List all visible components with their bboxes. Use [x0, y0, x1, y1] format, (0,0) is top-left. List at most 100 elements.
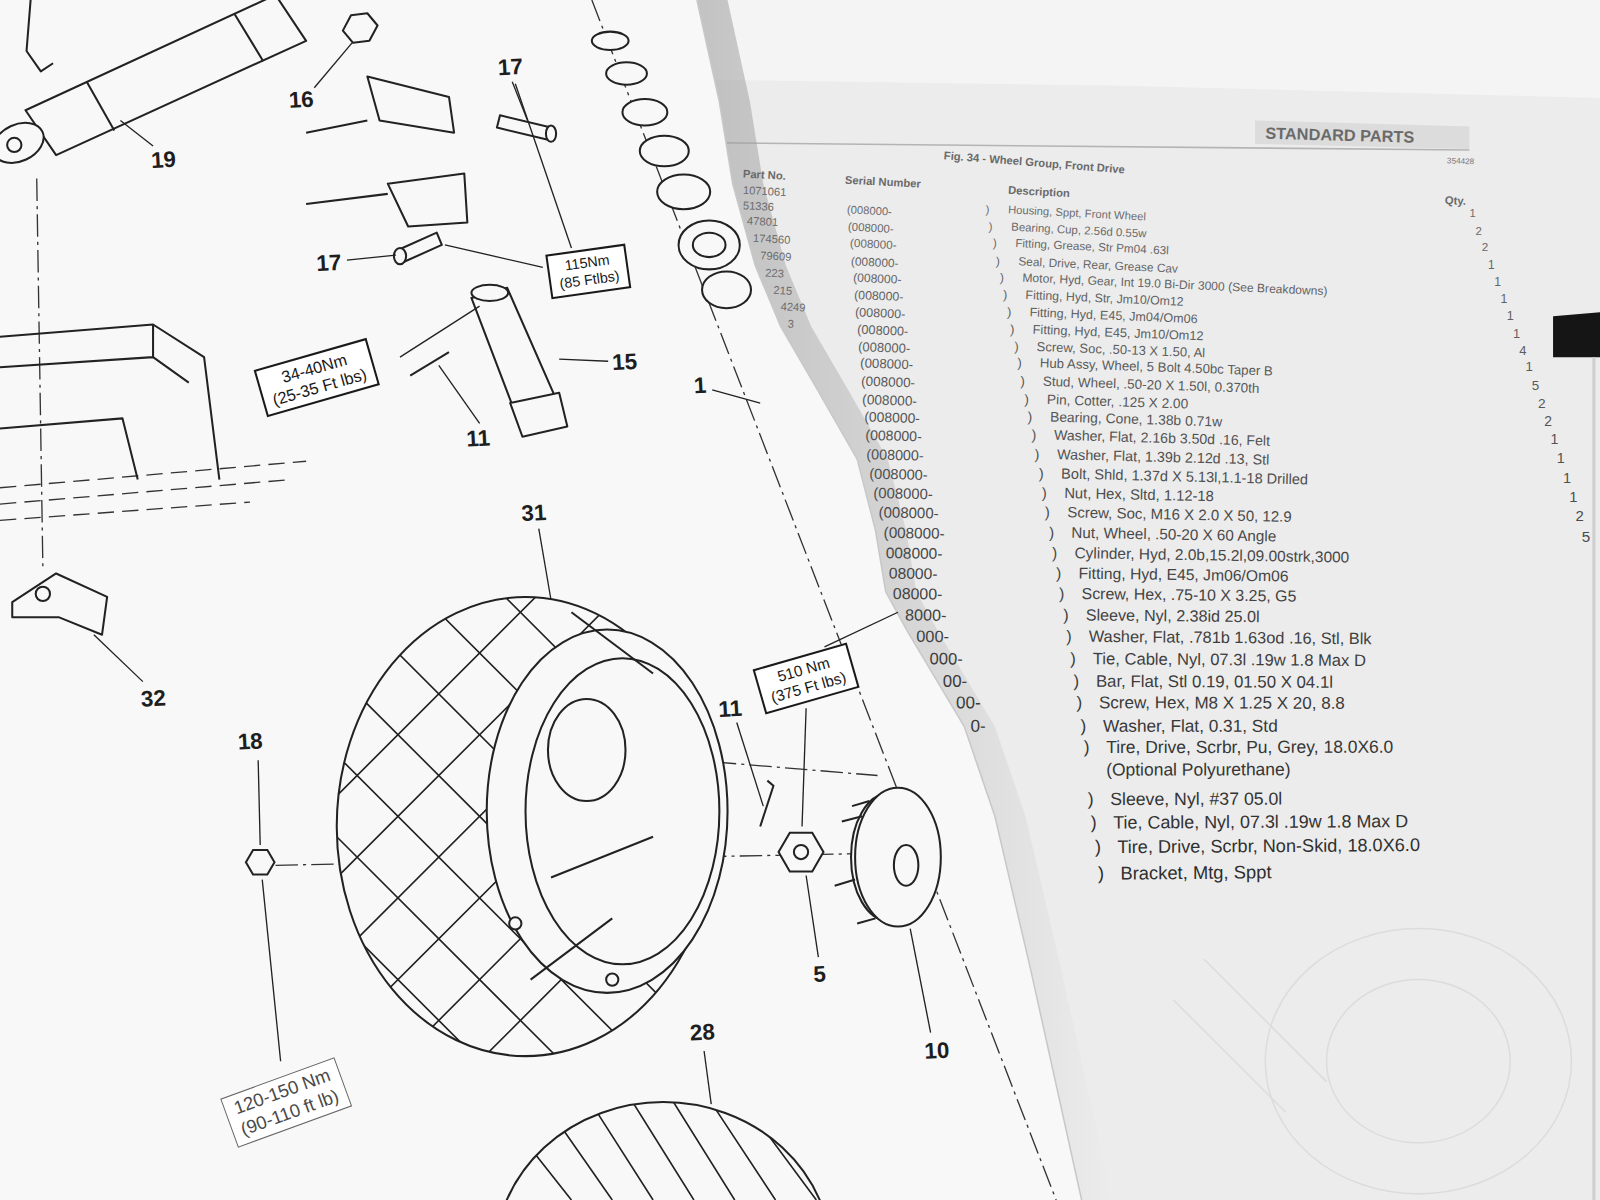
part-number: 47801 [747, 213, 779, 229]
serial-number: (008000- [849, 235, 896, 252]
part-description: Tie, Cable, Nyl, 07.3l .19w 1.8 Max D [1113, 809, 1408, 834]
range-bracket: ) [1098, 862, 1104, 886]
part-description: Tire, Drive, Scrbr, Non-Skid, 18.0X6.0 [1117, 833, 1420, 859]
part-number: 79609 [760, 248, 792, 264]
range-bracket: ) [999, 270, 1004, 286]
quantity: 2 [1538, 394, 1546, 412]
callout-number: 5 [813, 959, 827, 989]
range-bracket: ) [1077, 692, 1083, 714]
range-bracket: ) [1091, 811, 1097, 834]
part-description: Screw, Hex, .75-10 X 3.25, G5 [1082, 584, 1297, 607]
part-number: 4249 [780, 299, 806, 315]
serial-number: 00- [956, 692, 981, 714]
callout-number: 16 [288, 85, 314, 115]
range-bracket: ) [1063, 605, 1069, 626]
quantity: 1 [1569, 487, 1577, 506]
quantity: 2 [1544, 412, 1552, 430]
part-description: Bar, Flat, Stl 0.19, 01.50 X 04.1l [1096, 670, 1333, 693]
range-bracket: ) [1024, 390, 1029, 408]
serial-number: 000- [929, 647, 962, 669]
range-bracket: ) [1017, 355, 1022, 372]
callout-number: 15 [611, 347, 637, 377]
part-number: 1071061 [742, 183, 786, 200]
page-heading: STANDARD PARTS [1265, 123, 1415, 148]
serial-number: (008000- [862, 390, 917, 409]
document-number: 354428 [1447, 156, 1475, 168]
range-bracket: ) [1084, 737, 1090, 760]
serial-number: 8000- [905, 605, 946, 626]
range-bracket: ) [1066, 625, 1072, 646]
quantity: 1 [1526, 359, 1533, 376]
callout-number: 11 [465, 423, 490, 453]
serial-number: (008000- [855, 304, 906, 322]
quantity: 2 [1575, 507, 1583, 527]
serial-number: (008000- [874, 483, 934, 504]
serial-number: 08000- [889, 563, 938, 584]
serial-number: (008000- [864, 408, 920, 428]
range-bracket: ) [1031, 427, 1036, 445]
callout-number: 10 [924, 1036, 950, 1066]
range-bracket: ) [1094, 835, 1100, 859]
range-bracket: ) [1049, 522, 1054, 542]
quantity: 4 [1519, 342, 1526, 359]
serial-number: 0- [970, 715, 985, 737]
part-description: Nut, Wheel, .50-20 X 60 Angle [1071, 522, 1276, 545]
serial-number: (008000- [861, 372, 915, 391]
part-number: 51336 [742, 198, 774, 214]
serial-number: 008000- [885, 543, 942, 564]
serial-number: (008000- [867, 445, 925, 465]
range-bracket: ) [1010, 321, 1015, 338]
range-bracket: ) [1059, 584, 1065, 605]
range-bracket: ) [985, 202, 990, 217]
quantity: 1 [1507, 308, 1514, 324]
part-description: Tire, Drive, Scrbr, Pu, Grey, 18.0X6.0 (… [1106, 736, 1393, 782]
serial-number: 00- [943, 670, 967, 692]
callout-number: 1 [693, 371, 707, 401]
serial-number: 000- [916, 625, 949, 647]
range-bracket: ) [1013, 338, 1018, 355]
quantity: 5 [1582, 526, 1590, 546]
column-header: Part No. [742, 166, 786, 183]
range-bracket: ) [1070, 647, 1076, 669]
serial-number: (008000- [865, 427, 922, 447]
part-description: Screw, Hex, M8 X 1.25 X 20, 8.8 [1099, 692, 1345, 715]
serial-number: (008000- [851, 253, 899, 271]
part-description: Bracket, Mtg, Sppt [1120, 860, 1271, 885]
range-bracket: ) [1038, 464, 1043, 483]
range-bracket: ) [1073, 670, 1079, 692]
serial-number: (008000- [857, 321, 909, 340]
quantity: 1 [1488, 257, 1495, 272]
range-bracket: ) [1042, 483, 1047, 502]
part-description: Nut, Hex, Sltd, 1.12-18 [1064, 483, 1214, 505]
quantity: 1 [1557, 449, 1565, 468]
callout-number: 31 [521, 498, 547, 528]
serial-number: (008000- [859, 355, 912, 374]
part-description: Washer, Flat, .781b 1.63od .16, Stl, Blk [1089, 625, 1372, 649]
quantity: 5 [1532, 376, 1539, 393]
part-description: Screw, Soc, M16 X 2.0 X 50, 12.9 [1068, 503, 1293, 527]
text-line: (Optional Polyurethane) [1106, 759, 1393, 782]
part-description: Pin, Cotter, .125 X 2.00 [1046, 390, 1188, 412]
part-description: Sleeve, Nyl, 2.38id 25.0l [1085, 605, 1259, 628]
quantity: 1 [1469, 206, 1475, 221]
part-number: 215 [773, 283, 792, 299]
serial-number: (008000- [869, 464, 928, 484]
callout-number: 19 [150, 145, 176, 175]
callout-number: 17 [316, 248, 342, 278]
quantity: 2 [1482, 239, 1488, 254]
serial-number: (008000- [884, 522, 945, 543]
quantity: 1 [1550, 431, 1558, 449]
range-bracket: ) [1028, 408, 1033, 426]
torque-value: 115Nm (85 Ftlbs) [556, 250, 621, 292]
callout-number: 32 [140, 684, 166, 714]
callout-number: 18 [237, 726, 263, 756]
quantity: 1 [1513, 326, 1520, 343]
serial-number: (008000- [852, 270, 901, 288]
range-bracket: ) [1080, 715, 1086, 737]
range-bracket: ) [1052, 543, 1057, 563]
quantity: 1 [1563, 468, 1571, 487]
serial-number: (008000- [848, 219, 894, 236]
part-number: 223 [765, 265, 784, 281]
